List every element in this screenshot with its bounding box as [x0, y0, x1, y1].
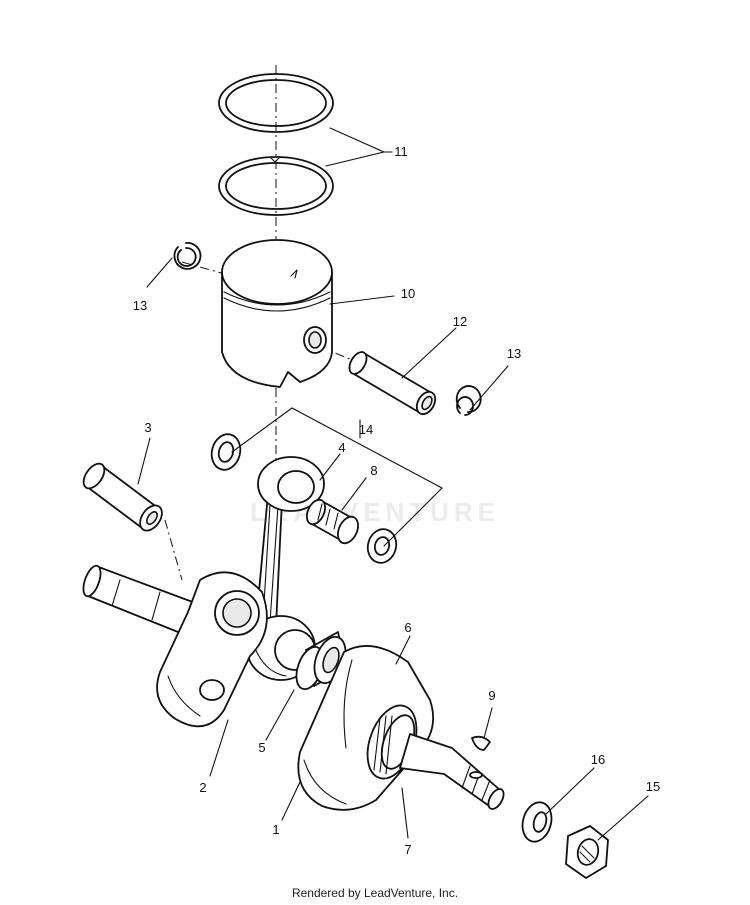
piston-pin[interactable] [346, 349, 439, 417]
callout-13-left: 13 [133, 298, 147, 313]
callout-14: 14 [359, 422, 373, 437]
callout-4: 4 [338, 440, 345, 455]
crankshaft-main-bearing-and-shaft[interactable] [399, 733, 507, 812]
thrust-washer-left[interactable] [208, 431, 244, 473]
hex-nut[interactable] [565, 825, 609, 879]
callout-16: 16 [591, 752, 605, 767]
piston-pin-circlip-right[interactable] [455, 385, 482, 416]
callout-12: 12 [453, 314, 467, 329]
piston-ring-upper[interactable] [218, 73, 334, 133]
callout-15: 15 [646, 779, 660, 794]
callout-7: 7 [404, 842, 411, 857]
callout-3: 3 [144, 420, 151, 435]
callout-10: 10 [401, 286, 415, 301]
callout-2: 2 [199, 780, 206, 795]
small-end-needle-bearing[interactable] [303, 497, 362, 547]
crankpin[interactable] [79, 460, 166, 535]
woodruff-key[interactable] [471, 735, 491, 751]
callout-11: 11 [394, 144, 408, 159]
callout-13-right: 13 [507, 346, 521, 361]
piston[interactable] [221, 239, 333, 388]
footer-credit: Rendered by LeadVenture, Inc. [291, 886, 459, 900]
crankshaft-left-half[interactable] [80, 564, 268, 728]
piston-pin-circlip-left[interactable] [173, 242, 202, 270]
lock-washer[interactable] [518, 799, 555, 845]
callout-8: 8 [370, 463, 377, 478]
callout-labels: 11 10 12 13 13 14 4 8 3 6 9 5 2 16 15 1 … [133, 144, 660, 857]
callout-1: 1 [272, 822, 279, 837]
callout-6: 6 [404, 620, 411, 635]
callout-5: 5 [258, 740, 265, 755]
crankshaft-bearing[interactable] [291, 631, 351, 693]
callout-9: 9 [488, 688, 495, 703]
piston-ring-lower[interactable] [218, 156, 334, 216]
thrust-washer-right[interactable] [364, 526, 400, 566]
callout-leaders [137, 127, 649, 841]
